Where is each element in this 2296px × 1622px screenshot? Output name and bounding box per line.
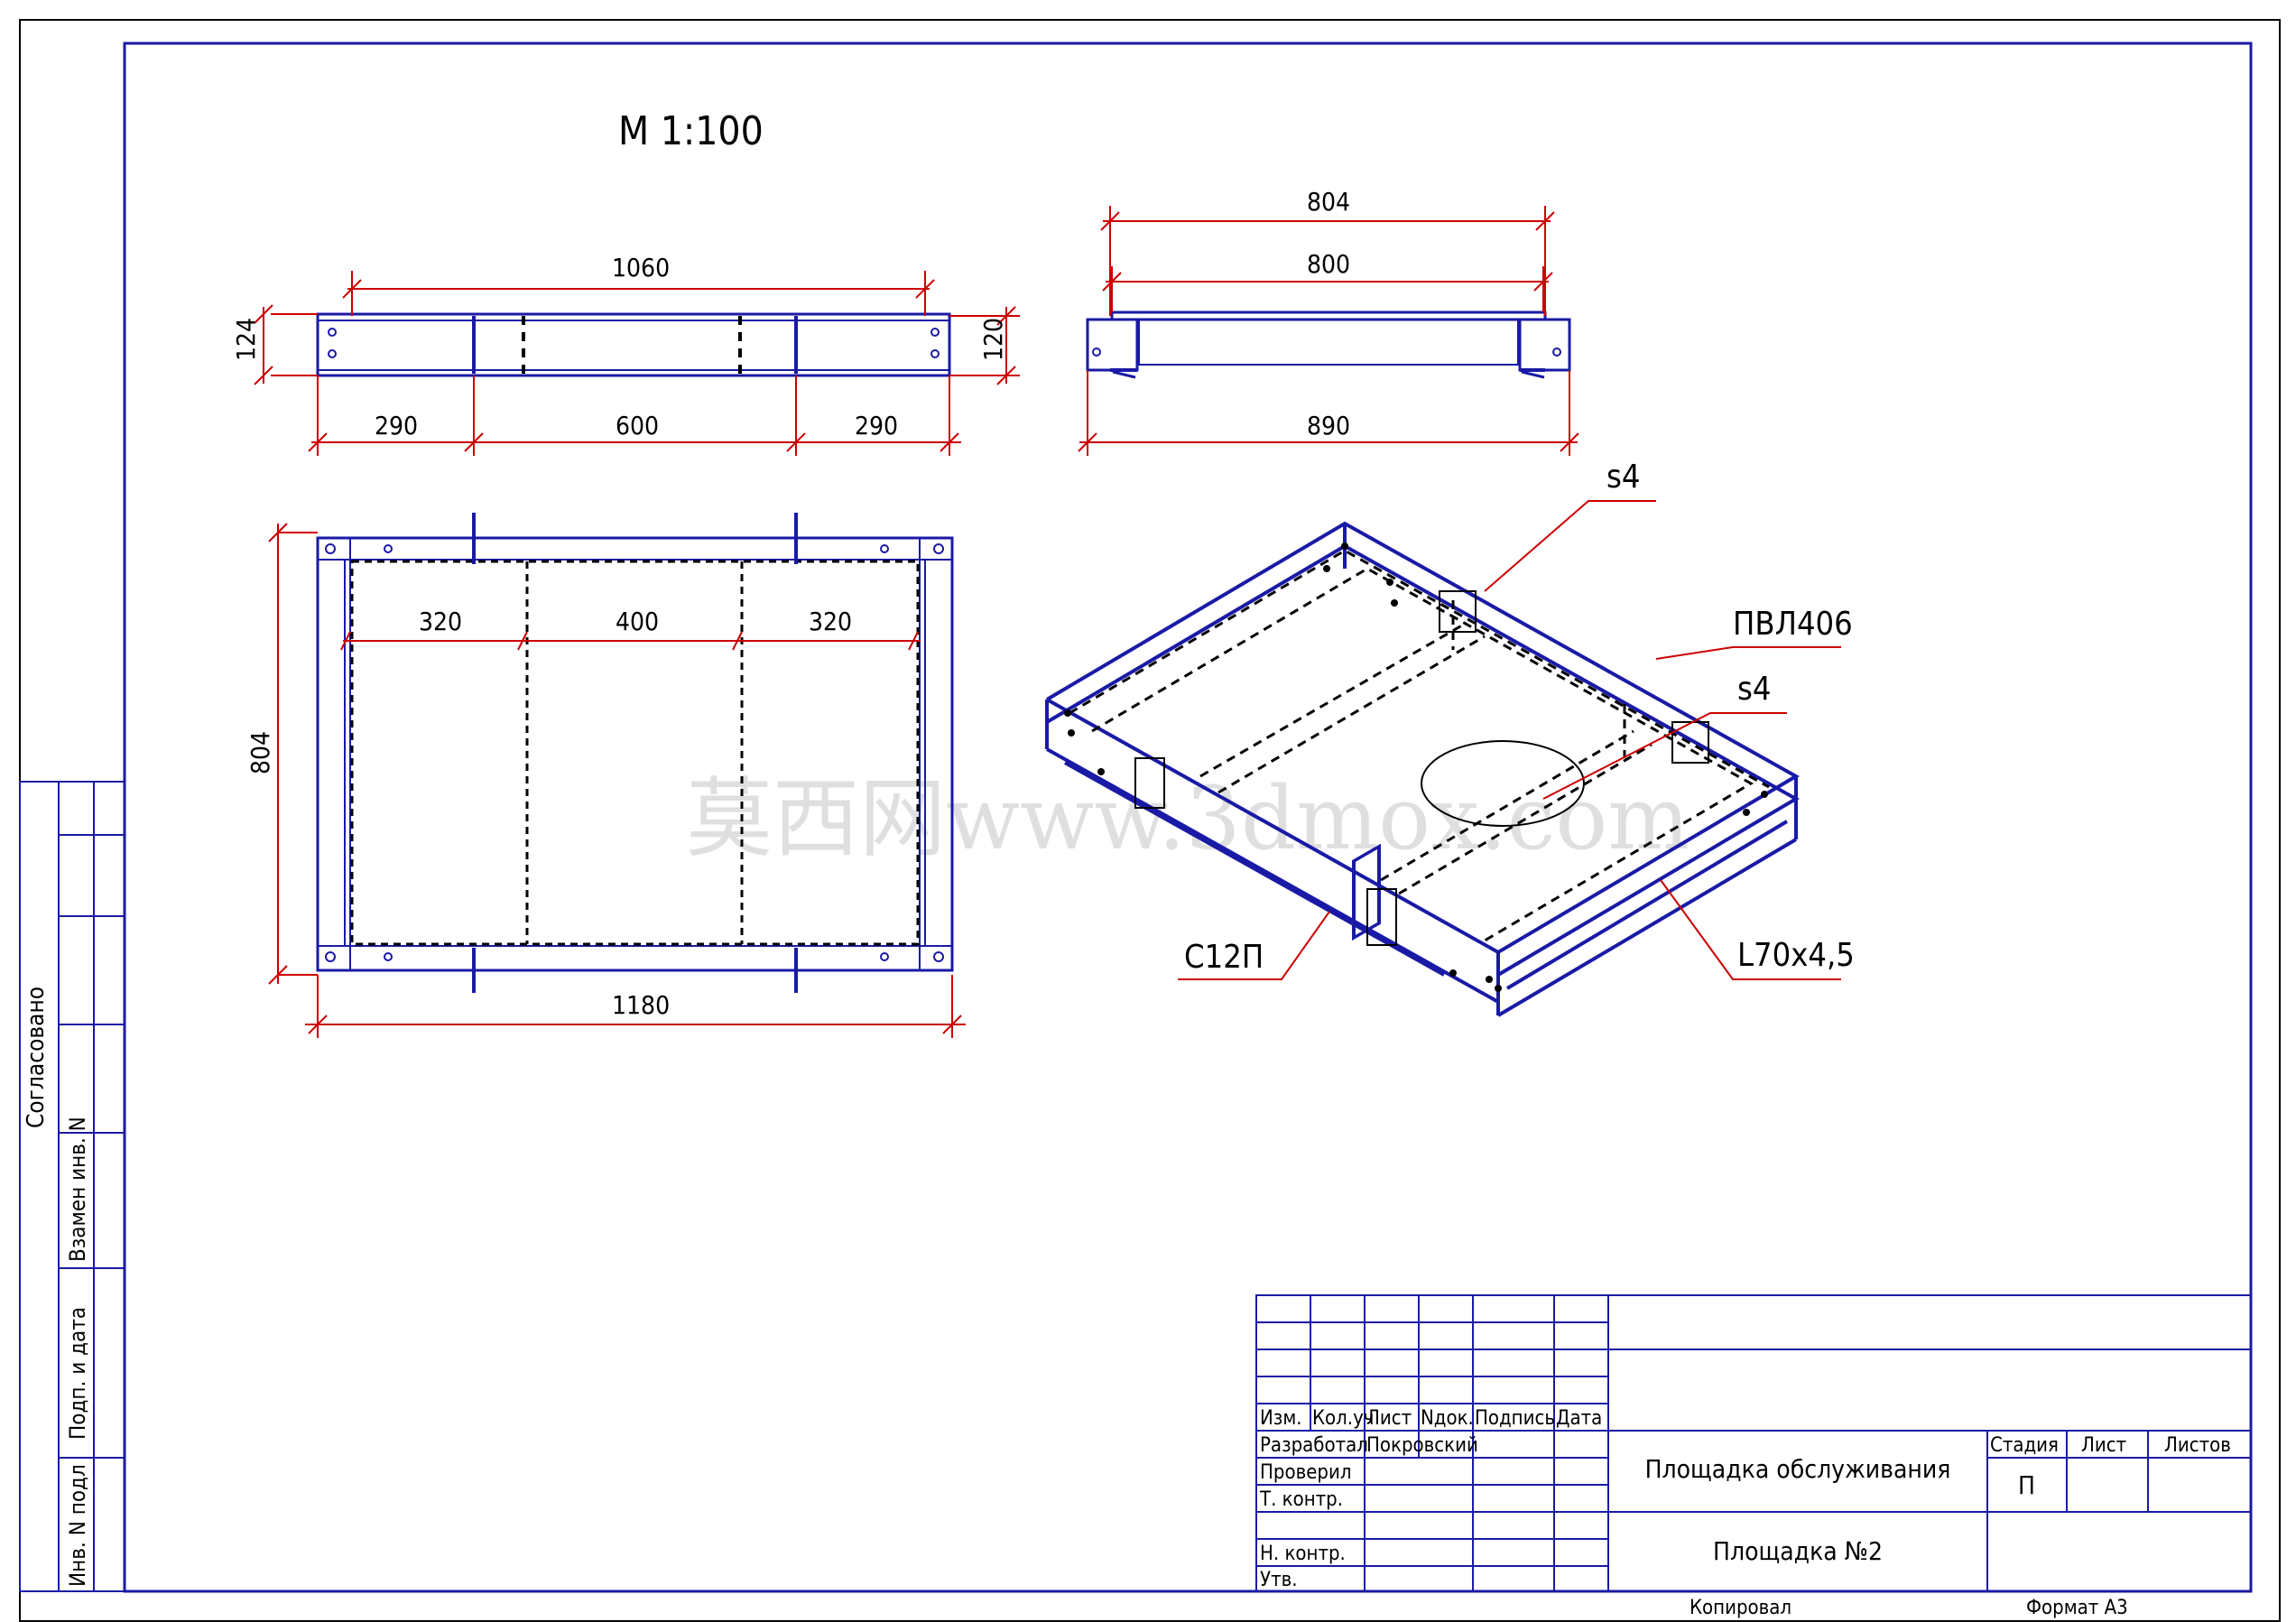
tb-subtitle: Площадка №2 <box>1713 1536 1883 1566</box>
dim-side-height-left: 124 <box>231 318 261 361</box>
tb-role-ncontrol: Н. контр. <box>1260 1543 1346 1565</box>
dim-side-seg-left: 290 <box>375 411 418 440</box>
tb-developer-name: Покровский <box>1366 1434 1478 1457</box>
isometric-view: s4 ПВЛ406 s4 С12П L70x4,5 <box>1045 459 1855 1017</box>
side-view-beam <box>316 312 951 377</box>
tb-copied: Копировал <box>1690 1597 1791 1619</box>
stamp-inv-replace: Взамен инв. N <box>65 1117 90 1262</box>
tb-header-sheet: Лист <box>1366 1407 1412 1430</box>
side-stamp <box>19 781 125 1592</box>
tb-role-developed: Разработал <box>1260 1434 1368 1457</box>
dim-end-bottom: 890 <box>1307 411 1350 440</box>
dim-side-height-right: 120 <box>978 318 1008 361</box>
dim-plan-height: 804 <box>245 731 275 774</box>
tb-header-count: Кол.уч <box>1312 1407 1375 1430</box>
dim-side-seg-right: 290 <box>855 411 898 440</box>
watermark: 莫西网www.3dmox.com <box>686 768 1690 869</box>
title-block <box>1255 1294 2252 1592</box>
stamp-agreed: Согласовано <box>23 987 50 1128</box>
callout-s4-top: s4 <box>1606 459 1640 496</box>
dim-side-width: 1060 <box>612 253 670 283</box>
plan-view: 320 400 320 804 1180 <box>245 513 966 1038</box>
tb-sheet-label: Лист <box>2081 1434 2126 1457</box>
callout-pvl: ПВЛ406 <box>1733 606 1853 643</box>
stamp-sign-date: Подп. и дата <box>65 1307 90 1440</box>
tb-stage-value: П <box>2018 1470 2035 1500</box>
tb-header-date: Дата <box>1556 1407 1602 1430</box>
scale-label: М 1:100 <box>618 108 764 154</box>
stamp-inv-orig: Инв. N подл <box>65 1464 90 1587</box>
tb-title: Площадка обслуживания <box>1645 1454 1951 1484</box>
tb-format: Формат А3 <box>2026 1597 2128 1619</box>
dim-end-top-outer: 804 <box>1307 187 1350 217</box>
tb-header-sign: Подпись <box>1475 1407 1555 1430</box>
tb-stage-label: Стадия <box>1990 1434 2059 1457</box>
end-view: 804 800 890 <box>1078 187 1579 456</box>
tb-header-doc: Nдок. <box>1421 1407 1474 1430</box>
dim-plan-seg-left: 320 <box>419 607 462 636</box>
callout-angle: L70x4,5 <box>1737 937 1855 974</box>
callout-channel: С12П <box>1184 939 1264 976</box>
dim-plan-seg-right: 320 <box>809 607 852 636</box>
callout-s4-mid: s4 <box>1737 671 1771 708</box>
dim-plan-seg-mid: 400 <box>616 607 659 636</box>
tb-role-checked: Проверил <box>1260 1461 1352 1484</box>
tb-header-change: Изм. <box>1260 1407 1302 1430</box>
dim-end-top-inner: 800 <box>1307 249 1350 279</box>
tb-role-tcontrol: Т. контр. <box>1259 1488 1343 1511</box>
dim-side-seg-mid: 600 <box>616 411 659 440</box>
dim-plan-width: 1180 <box>612 990 670 1020</box>
tb-role-approved: Утв. <box>1260 1569 1298 1591</box>
tb-sheets-label: Листов <box>2164 1434 2231 1457</box>
side-view: 1060 124 120 290 600 290 <box>231 253 1020 456</box>
